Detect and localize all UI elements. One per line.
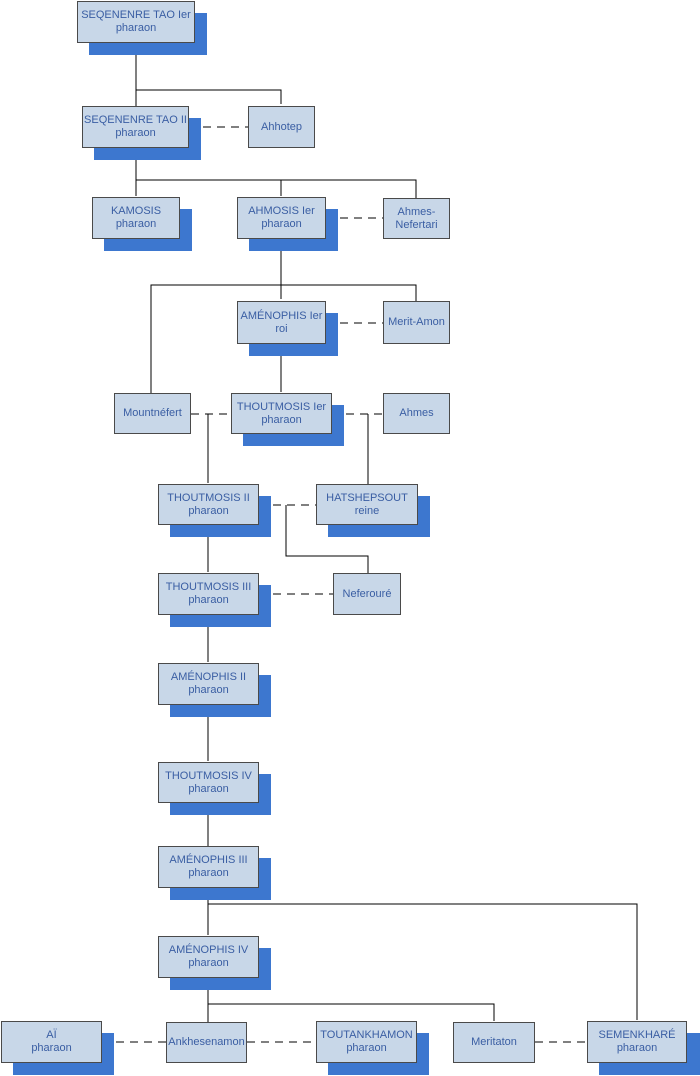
node-title: pharaon xyxy=(261,218,302,230)
node-ahhotep[interactable]: Ahhotep xyxy=(248,106,315,148)
node-name: SEQENENRE TAO II xyxy=(84,114,187,126)
node-ankhesenamon[interactable]: Ankhesenamon xyxy=(166,1022,247,1063)
node-name: Mountnéfert xyxy=(123,407,182,419)
node-title: pharaon xyxy=(188,684,229,696)
node-name: Ahmes xyxy=(399,407,434,419)
node-name: Ahhotep xyxy=(261,120,302,133)
node-name: AÏ xyxy=(46,1029,57,1041)
node-mountnefert[interactable]: Mountnéfert xyxy=(114,393,191,434)
node-name: THOUTMOSIS Ier xyxy=(236,400,327,413)
node-title: pharaon xyxy=(261,413,302,426)
node-title: pharaon xyxy=(115,218,157,230)
node-name: Neferouré xyxy=(342,587,392,600)
node-name: TOUTANKHAMON xyxy=(320,1029,413,1041)
node-name: SEMENKHARÉ xyxy=(598,1029,676,1041)
node-name: SEQENENRE TAO Ier xyxy=(81,9,191,21)
node-neferoure[interactable]: Neferouré xyxy=(333,573,401,615)
node-name: THOUTMOSIS III xyxy=(165,581,252,593)
node-name: AMÉNOPHIS Ier xyxy=(240,309,323,322)
node-merit-amon[interactable]: Merit-Amon xyxy=(383,301,450,344)
node-name: AMÉNOPHIS III xyxy=(169,854,248,866)
node-title: pharaon xyxy=(188,782,229,795)
descent-connector xyxy=(285,505,369,573)
node-name: Ahmes- xyxy=(397,205,436,218)
node-name: AHMOSIS Ier xyxy=(248,205,315,217)
node-name: KAMOSIS xyxy=(110,205,162,217)
node-name: AMÉNOPHIS IV xyxy=(168,944,249,956)
node-title: pharaon xyxy=(115,22,157,34)
node-name: THOUTMOSIS IV xyxy=(165,769,252,782)
node-ahmes-nefertari[interactable]: Ahmes-Nefertari xyxy=(383,198,450,239)
node-name: AMÉNOPHIS II xyxy=(170,671,247,683)
node-title: pharaon xyxy=(616,1042,658,1054)
node-title: pharaon xyxy=(188,504,229,517)
node-title: pharaon xyxy=(115,127,156,139)
node-ahmes[interactable]: Ahmes xyxy=(383,393,450,434)
node-title: pharaon xyxy=(188,867,229,879)
node-name: Merit-Amon xyxy=(388,316,445,328)
descent-connector xyxy=(207,525,638,1022)
node-title: pharaon xyxy=(188,594,229,606)
node-name: Meritaton xyxy=(471,1036,517,1048)
node-title: roi xyxy=(275,322,288,335)
node-title: Nefertari xyxy=(395,218,438,231)
node-name: Ankhesenamon xyxy=(168,1036,245,1048)
node-title: pharaon xyxy=(188,957,229,969)
node-name: THOUTMOSIS II xyxy=(167,491,250,504)
node-meritaton[interactable]: Meritaton xyxy=(453,1022,535,1063)
node-title: reine xyxy=(354,504,380,517)
node-title: pharaon xyxy=(346,1042,387,1054)
node-title: pharaon xyxy=(31,1042,72,1054)
node-name: HATSHEPSOUT xyxy=(326,491,408,504)
